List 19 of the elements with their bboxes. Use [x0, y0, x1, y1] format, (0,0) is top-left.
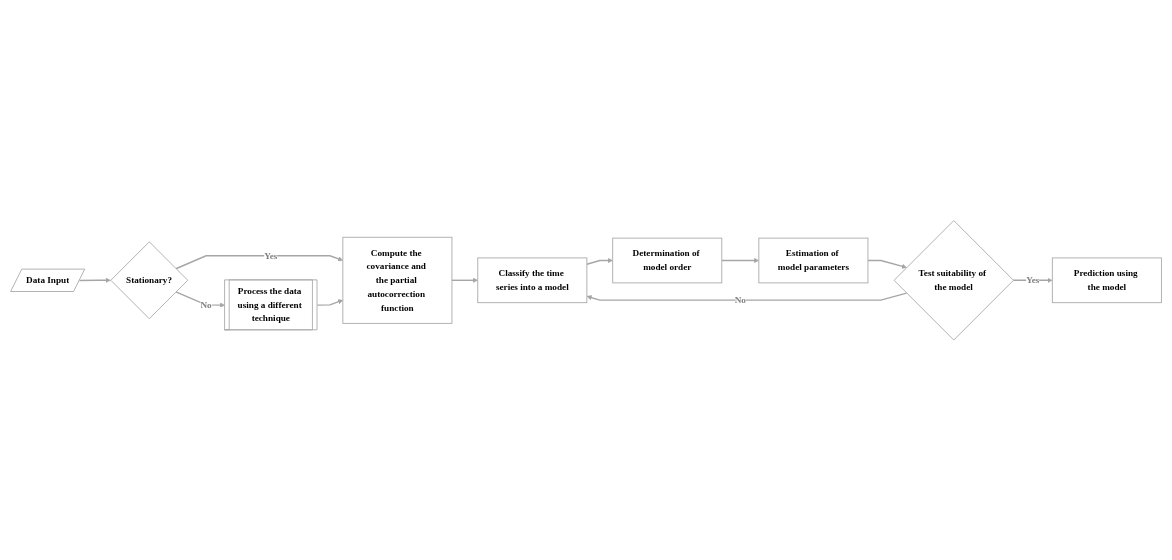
arrow: [586, 292, 908, 301]
edge-label: Yes: [1026, 274, 1040, 285]
arrow: [867, 259, 907, 269]
node-box: Compute the covariance and the partial autocorrection function: [342, 236, 453, 324]
node-box: Estimation of model parameters: [758, 237, 869, 283]
arrow: [175, 254, 344, 270]
node-box: Determination of model order: [612, 237, 723, 283]
node-box: Prediction using the model: [1051, 257, 1162, 303]
edge-label: No: [200, 299, 212, 310]
node-diamond: Test suitability of the model: [893, 219, 1014, 341]
arrow: [721, 257, 760, 263]
node-diamond: Stationary?: [110, 241, 189, 319]
arrow: [316, 299, 344, 306]
node-box: Classify the time series into a model: [477, 257, 588, 303]
edge-label: Yes: [264, 250, 278, 261]
arrow: [451, 277, 478, 283]
edge-label: No: [734, 294, 746, 305]
arrow: [78, 277, 111, 283]
arrow: [586, 257, 613, 265]
